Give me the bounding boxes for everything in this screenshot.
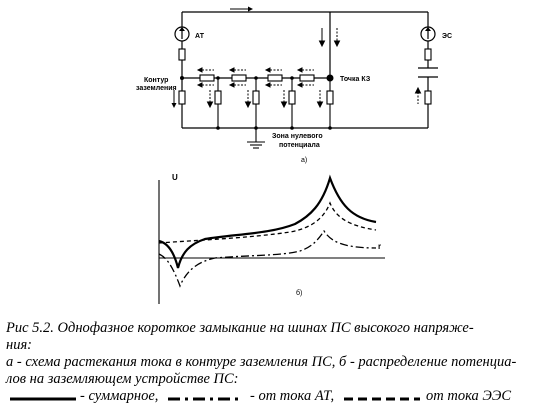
legend-from-ees: от тока ЭЭС: [426, 388, 512, 404]
kz-point-node: [326, 74, 334, 82]
panel-label-b: б): [296, 289, 302, 297]
grounding-branches: [214, 78, 334, 128]
figure-caption: Рис 5.2. Однофазное короткое замыкание н…: [6, 320, 534, 388]
label-contour-1: Контур: [144, 77, 168, 84]
contour-resistor-3: [267, 74, 283, 82]
legend-total: - суммарное,: [80, 388, 159, 404]
contour-resistor-2: [231, 74, 247, 82]
legend: - суммарное, - от тока АТ, от тока ЭЭС: [6, 388, 534, 410]
branch-nodes: [216, 76, 294, 80]
legend-swatch-total: [10, 397, 76, 401]
legend-swatch-at: [168, 397, 240, 401]
es-up-arrow: [414, 86, 422, 104]
contour-arrows: [196, 67, 314, 88]
curve-total: [158, 174, 377, 269]
label-zero-zone-2: потенциала: [279, 142, 320, 149]
es-source-icon: [420, 26, 436, 42]
contour-resistor-1: [199, 74, 215, 82]
ground-current-arrows: [206, 90, 324, 109]
potential-distribution-chart: U r б): [158, 173, 385, 304]
es-resistor-top: [424, 48, 432, 61]
caption-line-2: ния:: [6, 337, 33, 353]
legend-swatch-ees: [344, 397, 420, 401]
ground-bus-nodes: [216, 126, 332, 130]
axis-u-label: U: [172, 173, 178, 182]
contour-resistor-left: [178, 90, 186, 105]
axis-r-label: r: [378, 242, 381, 251]
fault-current-arrows: [318, 28, 341, 48]
ground-symbol-icon: [247, 128, 265, 149]
label-zero-zone-1: Зона нулевого: [272, 133, 323, 140]
label-es: ЭС: [442, 33, 452, 40]
label-at: АТ: [195, 33, 205, 40]
curve-from-at: [158, 229, 377, 288]
at-source-icon: [174, 26, 190, 42]
label-contour-2: заземления: [136, 85, 177, 92]
panel-label-a: а): [301, 157, 307, 164]
at-down-arrow: [171, 90, 177, 108]
curve-from-ees: [158, 201, 377, 244]
contour-resistor-4: [299, 74, 315, 82]
top-current-arrow: [230, 6, 253, 12]
caption-line-3: а - схема растекания тока в контуре зазе…: [6, 354, 517, 370]
es-resistor-bottom: [424, 90, 432, 105]
circuit-diagram: АТ Точка КЗ: [136, 6, 452, 164]
caption-line-4: лов на заземляющем устройстве ПС:: [6, 371, 239, 387]
contour-node-left: [180, 76, 184, 80]
legend-from-at: - от тока АТ,: [250, 388, 335, 404]
label-kz-point: Точка КЗ: [340, 76, 371, 83]
es-capacitor-gap: [418, 68, 438, 77]
at-resistor: [178, 48, 186, 61]
caption-line-1: Рис 5.2. Однофазное короткое замыкание н…: [6, 320, 474, 336]
